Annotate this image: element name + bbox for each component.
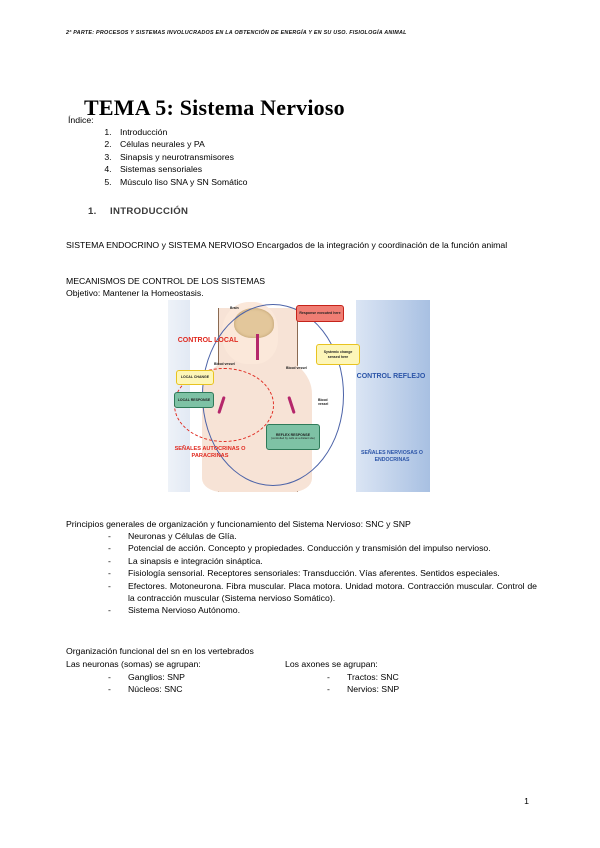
index-block: Índice: Introducción Células neurales y … <box>68 114 468 188</box>
control-local-caption: CONTROL LOCAL <box>177 337 239 344</box>
axones-column-heading: Los axones se agrupan: <box>285 659 378 669</box>
section-title: INTRODUCCIÓN <box>110 206 189 217</box>
neuronas-list: Ganglios: SNP Núcleos: SNC <box>66 671 266 696</box>
organizacion-title: Organización funcional del sn en los ver… <box>66 646 254 656</box>
blood-vessel-label: Blood vessel <box>214 362 235 366</box>
index-label: Índice: <box>68 115 94 125</box>
index-item: Músculo liso SNA y SN Somático <box>114 176 468 188</box>
index-item: Células neurales y PA <box>114 138 468 150</box>
principios-item: La sinapsis e integración sináptica. <box>66 555 537 568</box>
response-executed-box: Response executed here <box>296 305 344 322</box>
index-list: Introducción Células neurales y PA Sinap… <box>68 126 468 188</box>
principios-item: Potencial de acción. Concepto y propieda… <box>66 542 537 555</box>
reflex-response-subtitle: (controlled by cells at a distant site) <box>271 436 315 441</box>
mecanismos-line-2: Objetivo: Mantener la Homeostasis. <box>66 288 204 299</box>
section-number: 1. <box>88 206 97 217</box>
neuronas-column-heading: Las neuronas (somas) se agrupan: <box>66 659 201 669</box>
local-change-box: LOCAL CHANGE <box>176 370 214 385</box>
blood-vessel-label: Blood vessel <box>286 366 307 370</box>
index-item: Sistemas sensoriales <box>114 163 468 175</box>
page-title: TEMA 5: Sistema Nervioso <box>84 94 345 120</box>
mecanismos-line-1: MECANISMOS DE CONTROL DE LOS SISTEMAS <box>66 276 266 286</box>
principios-item: Fisiología sensorial. Receptores sensori… <box>66 567 537 580</box>
axones-item: Tractos: SNC <box>285 671 485 684</box>
brain-label: Brain <box>230 306 239 310</box>
reflex-response-box: REFLEX RESPONSE (controlled by cells at … <box>266 424 320 450</box>
principios-item: Sistema Nervioso Autónomo. <box>66 604 537 617</box>
reflex-response-title: REFLEX RESPONSE <box>275 433 311 438</box>
axones-item: Nervios: SNP <box>285 683 485 696</box>
neuronas-item: Ganglios: SNP <box>66 671 266 684</box>
principios-item: Efectores. Motoneurona. Fibra muscular. … <box>66 580 537 605</box>
paragraph-mecanismos: MECANISMOS DE CONTROL DE LOS SISTEMAS Ob… <box>66 275 537 300</box>
section-heading: 1. INTRODUCCIÓN <box>88 206 188 217</box>
index-item: Introducción <box>114 126 468 138</box>
principios-intro: Principios generales de organización y f… <box>66 519 411 529</box>
senales-autocrinas-caption: SEÑALES AUTOCRINAS O PARACRINAS <box>174 446 246 460</box>
paragraph-endocrino: SISTEMA ENDOCRINO y SISTEMA NERVIOSO Enc… <box>66 240 508 250</box>
axones-list: Tractos: SNC Nervios: SNP <box>285 671 485 696</box>
principios-item: Neuronas y Células de Glía. <box>66 530 537 543</box>
senales-nerviosas-caption: SEÑALES NERVIOSAS O ENDOCRINAS <box>361 450 423 463</box>
blood-vessel-label: Blood vessel <box>318 398 329 406</box>
principios-list: Neuronas y Células de Glía. Potencial de… <box>66 530 537 617</box>
running-header: 2ª PARTE: PROCESOS Y SISTEMAS INVOLUCRAD… <box>66 30 407 36</box>
page-number: 1 <box>524 796 529 806</box>
figure-right-panel <box>356 300 430 492</box>
index-item: Sinapsis y neurotransmisores <box>114 151 468 163</box>
neuronas-item: Núcleos: SNC <box>66 683 266 696</box>
local-response-box: LOCAL RESPONSE <box>174 392 214 408</box>
control-reflejo-caption: CONTROL REFLEJO <box>356 373 426 380</box>
homeostasis-control-diagram: Response executed here Systemic change s… <box>168 300 430 504</box>
systemic-change-box: Systemic change sensed here <box>316 344 360 365</box>
